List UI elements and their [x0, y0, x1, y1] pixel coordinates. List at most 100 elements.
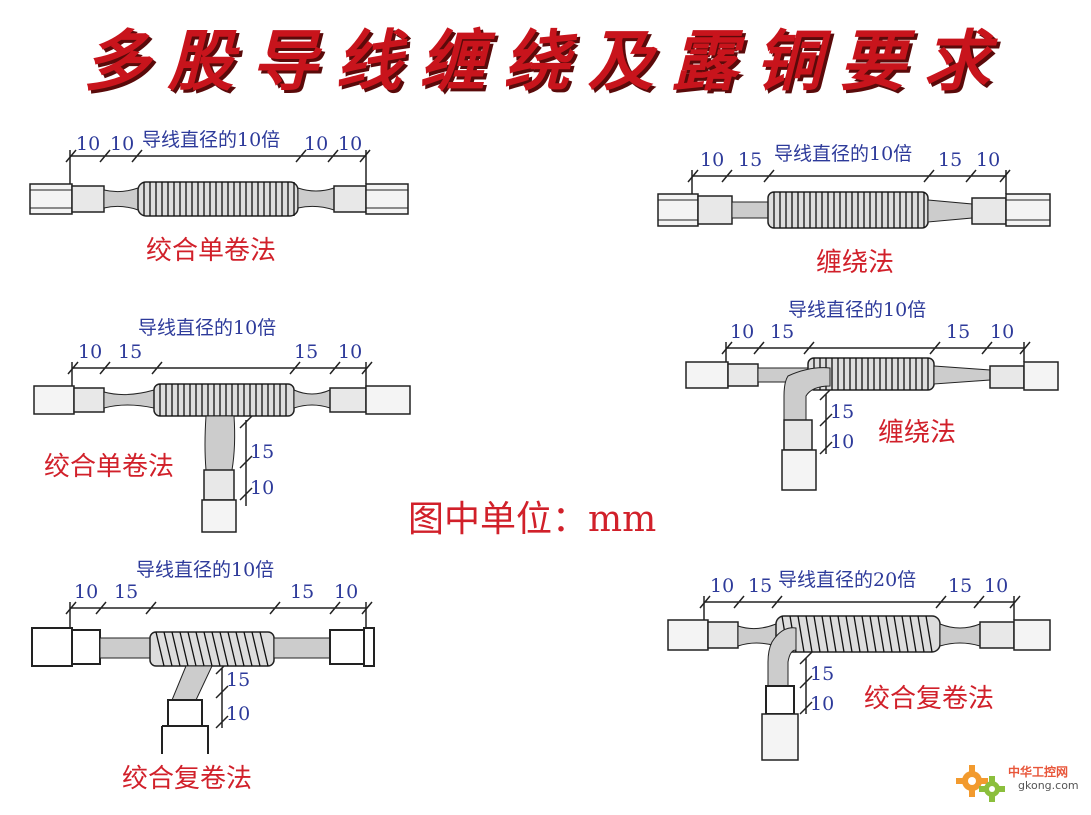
wire-insulation-right: [1013, 619, 1051, 651]
dim-label: 15: [938, 149, 962, 171]
bare-copper-right: [329, 387, 367, 413]
winding-coil: [137, 181, 299, 217]
wire-insulation-left: [685, 361, 729, 389]
dim-label: 15: [118, 341, 142, 363]
dim-label: 15: [948, 575, 972, 597]
diagram-tee-winding: 10 15 导线直径的10倍 15 10 15 10 缠绕法: [680, 296, 1070, 496]
bare-copper-left: [71, 629, 101, 665]
dim-label: 10: [810, 693, 834, 715]
wire-insulation-branch: [761, 713, 799, 761]
diagram-straight-twist-single: 10 10 导线直径的10倍 10 10 绞合单卷法: [26, 128, 416, 268]
bare-copper-branch: [765, 685, 795, 715]
wire-insulation-right: [365, 183, 409, 215]
dim-label: 15: [738, 149, 762, 171]
bare-copper-left: [727, 363, 759, 387]
dim-label: 10: [830, 431, 854, 453]
page-title: 多股导线缠绕及露铜要求: [83, 22, 1008, 100]
bare-copper-left: [707, 621, 739, 649]
dim-label: 10: [78, 341, 102, 363]
dim-label: 15: [830, 401, 854, 423]
method-label: 绞合复卷法: [122, 764, 253, 794]
diagram-tee-twist-single: 10 15 导线直径的10倍 15 10 15 10 绞合单卷法: [26, 316, 426, 536]
bare-copper-right: [329, 629, 365, 665]
joint-drawing: 10 15 导线直径的10倍 15 10 15 10: [33, 317, 411, 533]
winding-coil: [153, 383, 295, 417]
dim-label: 15: [748, 575, 772, 597]
joint-drawing: 10 15 导线直径的10倍 15 10 15 10: [685, 299, 1059, 491]
dim-label: 10: [990, 321, 1014, 343]
bare-copper-branch: [783, 419, 813, 451]
joint-drawing: 10 15 导线直径的10倍 15 10: [657, 143, 1051, 229]
wire-insulation-right: [365, 385, 411, 415]
dim-label: 10: [334, 581, 358, 603]
site-logo[interactable]: 中华工控网 gkong.com: [952, 757, 1084, 809]
bare-copper-branch: [203, 469, 235, 501]
bare-copper-left: [73, 387, 105, 413]
joint-drawing: 10 15 导线直径的10倍 15 10 15 10: [31, 559, 375, 754]
dim-label: 10: [700, 149, 724, 171]
wire-insulation-branch: [781, 449, 817, 491]
branch-strands: [767, 627, 797, 687]
gear-icon: [956, 765, 1005, 802]
dim-label: 导线直径的10倍: [788, 299, 926, 321]
diagram-tee-twist-double: 10 15 导线直径的10倍 15 10 15 10 绞合复卷法: [26, 556, 406, 806]
branch-strands: [204, 415, 236, 471]
dim-label: 10: [338, 341, 362, 363]
dim-label: 10: [338, 133, 362, 155]
dim-label: 导线直径的10倍: [774, 143, 912, 165]
dim-label: 10: [730, 321, 754, 343]
diagram-tee-twist-double-20x: 10 15 导线直径的20倍 15 10 15 10 绞合复卷法: [664, 566, 1054, 766]
method-label: 绞合单卷法: [146, 236, 277, 266]
wire-insulation-right: [1005, 193, 1051, 227]
wire-insulation-left: [657, 193, 699, 227]
winding-coil: [767, 191, 929, 229]
dim-label: 15: [810, 663, 834, 685]
bare-copper-left: [71, 185, 105, 213]
method-label: 缠绕法: [816, 248, 895, 278]
logo-url: gkong.com: [1018, 779, 1079, 792]
dim-label: 10: [76, 133, 100, 155]
dim-label: 导线直径的10倍: [142, 129, 280, 151]
bare-copper-right: [971, 197, 1007, 225]
joint-drawing: 10 15 导线直径的20倍 15 10 15 10: [667, 569, 1051, 761]
dim-label: 15: [226, 669, 250, 691]
dim-label: 10: [74, 581, 98, 603]
dim-label: 导线直径的10倍: [138, 317, 276, 339]
dim-label: 15: [290, 581, 314, 603]
bare-copper-branch: [167, 699, 203, 727]
logo-name: 中华工控网: [1008, 765, 1069, 779]
dim-label: 15: [114, 581, 138, 603]
dim-label: 10: [976, 149, 1000, 171]
diagram-straight-winding: 10 15 导线直径的10倍 15 10 缠绕法: [654, 140, 1064, 280]
dim-label: 10: [110, 133, 134, 155]
dim-label: 15: [250, 441, 274, 463]
dim-label: 15: [946, 321, 970, 343]
wire-insulation-branch: [161, 725, 209, 754]
branch-strands: [783, 367, 831, 421]
joint-drawing: 10 10 导线直径的10倍 10 10: [29, 129, 409, 217]
bare-copper-left: [697, 195, 733, 225]
bare-copper-right: [979, 621, 1015, 649]
dim-label: 10: [226, 703, 250, 725]
dim-label: 15: [770, 321, 794, 343]
unit-note: 图中单位：mm: [408, 499, 657, 540]
method-label: 缠绕法: [878, 418, 957, 448]
dim-label: 导线直径的10倍: [136, 559, 274, 581]
winding-coil: [149, 631, 275, 667]
branch-strands: [171, 665, 213, 701]
wire-insulation-left: [33, 385, 75, 415]
dim-label: 导线直径的20倍: [778, 569, 916, 591]
wire-insulation-right: [363, 627, 375, 667]
wire-insulation-left: [29, 183, 73, 215]
wire-insulation-right: [1023, 361, 1059, 391]
winding-coil: [775, 615, 941, 653]
dim-label: 15: [294, 341, 318, 363]
wire-insulation-branch: [201, 499, 237, 533]
wire-insulation-left: [31, 627, 73, 667]
wire-insulation-left: [667, 619, 709, 651]
dim-label: 10: [984, 575, 1008, 597]
dim-label: 10: [304, 133, 328, 155]
bare-copper-right: [989, 365, 1025, 389]
method-label: 绞合单卷法: [44, 452, 175, 482]
bare-copper-right: [333, 185, 367, 213]
